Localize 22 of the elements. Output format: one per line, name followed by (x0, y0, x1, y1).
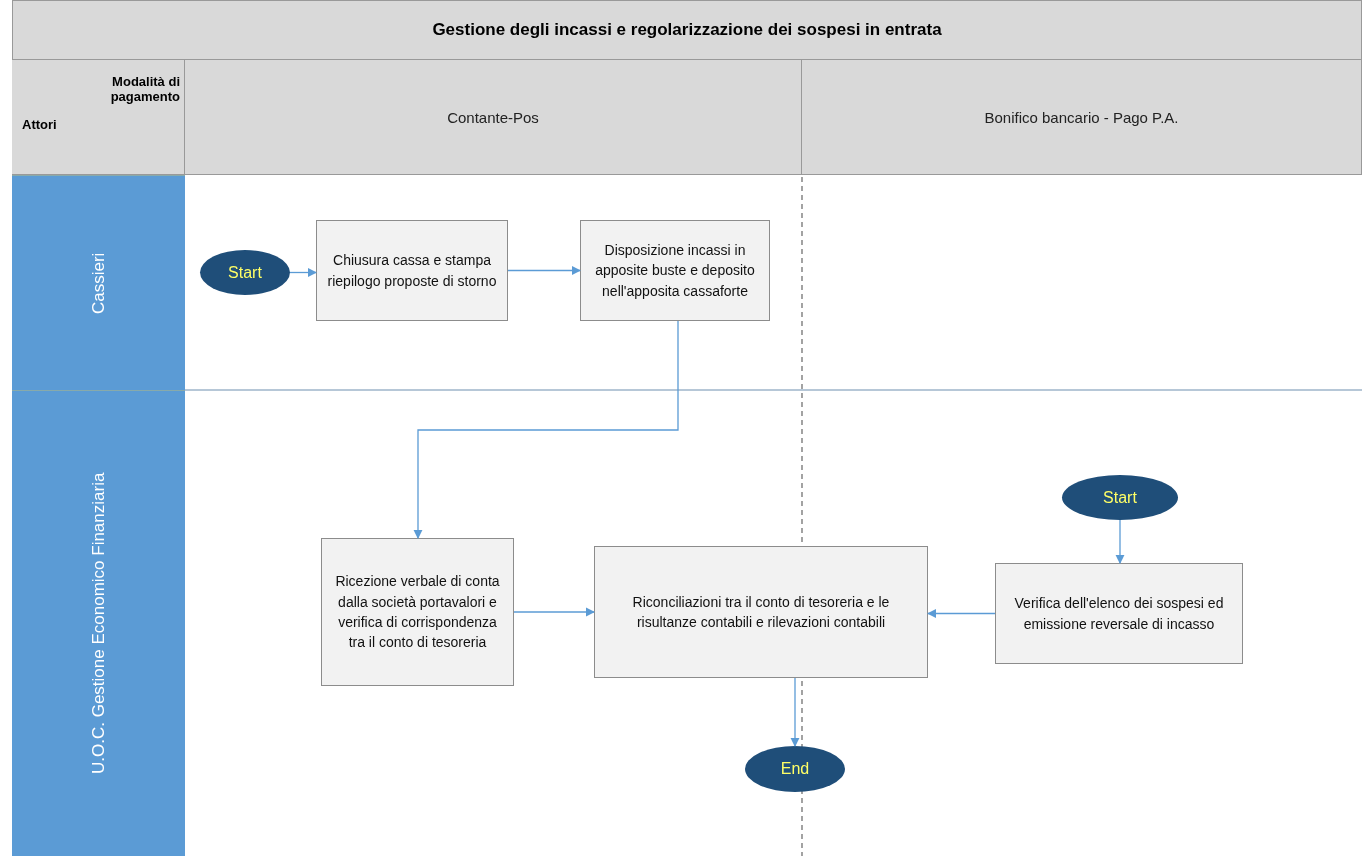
process-box: Ricezione verbale di conta dalla società portavalori e verifica di corrispondenza tra il conto di tesoreria (321, 538, 514, 686)
start-terminator: Start (1062, 475, 1178, 520)
arrow (507, 265, 581, 276)
end-terminator: End (745, 746, 845, 792)
process-box: Chiusura cassa e stampa riepilogo proposte di storno (316, 220, 508, 321)
arrow (513, 607, 595, 617)
arrow (790, 677, 800, 747)
swimlane-header: U.O.C. Gestione Economico Finanziaria (12, 390, 185, 856)
arrow (413, 320, 679, 539)
header-label: Attori (22, 115, 58, 134)
title-bar: Gestione degli incassi e regolarizzazione dei sospesi in entrata (12, 0, 1362, 60)
arrow (927, 608, 996, 619)
process-box: Disposizione incassi in apposite buste e deposito nell'apposita cassaforte (580, 220, 770, 321)
swimlane-header: Cassieri (12, 175, 185, 390)
process-box: Riconciliazioni tra il conto di tesoreria e le risultanze contabili e rilevazioni contabili (594, 546, 928, 678)
column-header: Contante-Pos (185, 60, 802, 175)
arrow (289, 267, 317, 278)
arrow (1115, 519, 1125, 564)
column-header: Bonifico bancario - Pago P.A. (802, 60, 1362, 175)
header-label: Modalità di pagamento (109, 73, 180, 106)
process-box: Verifica dell'elenco dei sospesi ed emissione reversale di incasso (995, 563, 1243, 664)
start-terminator: Start (200, 250, 290, 295)
